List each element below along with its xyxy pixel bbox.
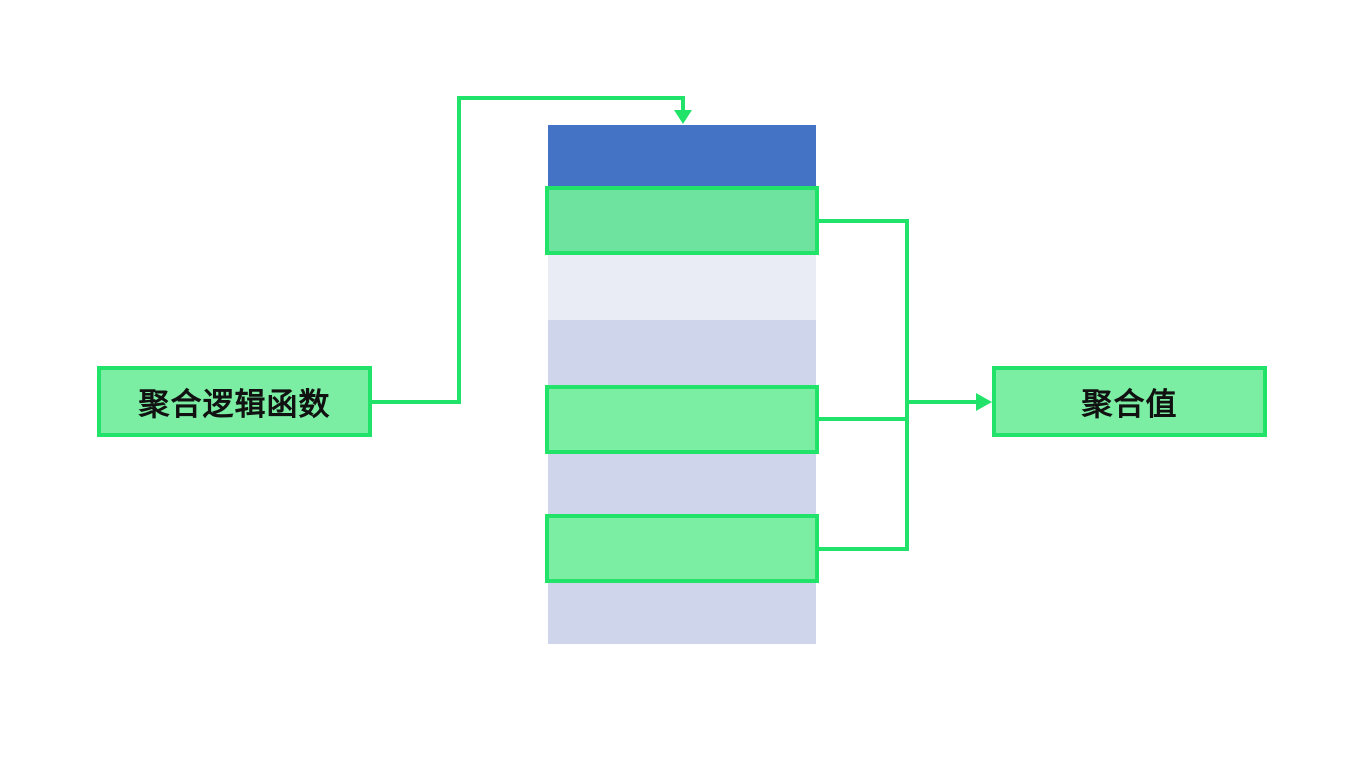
row1-connector — [819, 219, 909, 551]
highlighted-row-1 — [545, 186, 819, 255]
arrowhead-down-icon — [674, 110, 692, 124]
table-row — [548, 320, 816, 644]
aggregate-function-box: 聚合逻辑函数 — [97, 366, 372, 437]
table-header-row — [548, 125, 816, 188]
highlighted-row-3 — [545, 514, 819, 583]
aggregate-value-box: 聚合值 — [992, 366, 1267, 437]
table-row — [548, 254, 816, 320]
arrowhead-right-icon — [976, 393, 992, 411]
aggregate-value-label: 聚合值 — [1081, 387, 1178, 423]
aggregate-function-label: 聚合逻辑函数 — [138, 387, 331, 423]
highlighted-row-2 — [545, 385, 819, 454]
